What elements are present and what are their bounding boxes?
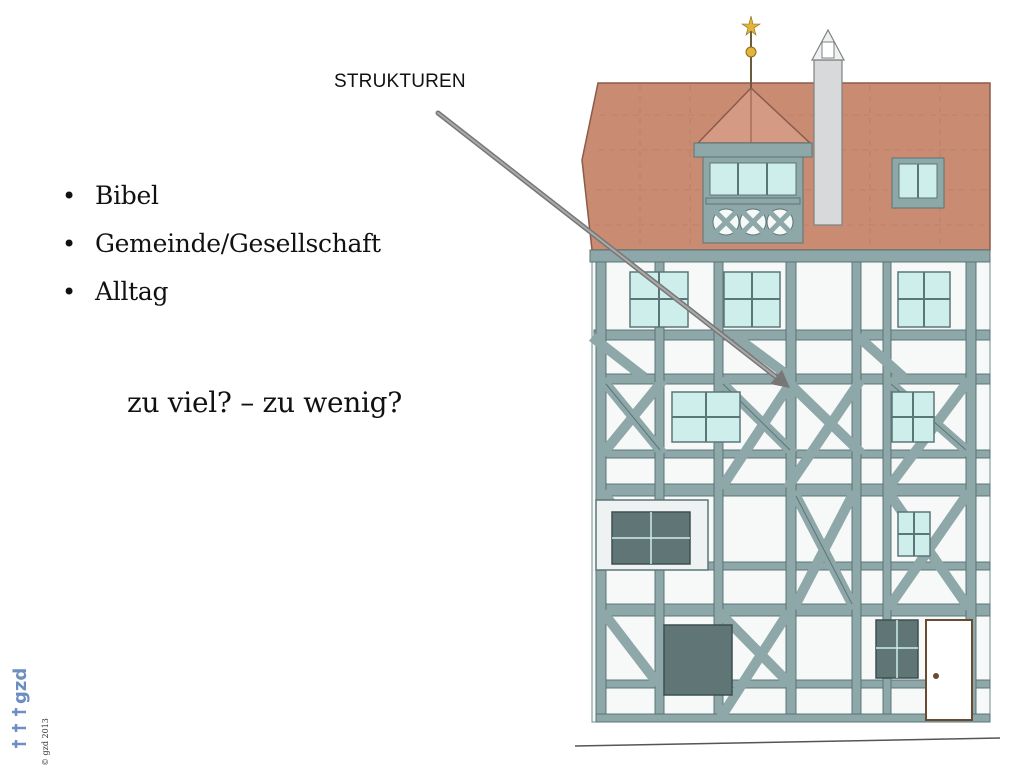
callout-label: STRUKTUREN xyxy=(334,71,466,92)
bullet-list: Bibel Gemeinde/Gesellschaft Alltag xyxy=(62,172,381,316)
copyright-text: © gzd 2013 xyxy=(41,718,50,766)
logo-text: gzd xyxy=(10,668,30,704)
bullet-item-gemeinde: Gemeinde/Gesellschaft xyxy=(62,220,381,268)
bullet-item-bibel: Bibel xyxy=(62,172,381,220)
bullet-item-alltag: Alltag xyxy=(62,268,381,316)
gzd-cross-logo-icon: gzd xyxy=(10,668,30,748)
question-text: zu viel? – zu wenig? xyxy=(127,386,402,419)
